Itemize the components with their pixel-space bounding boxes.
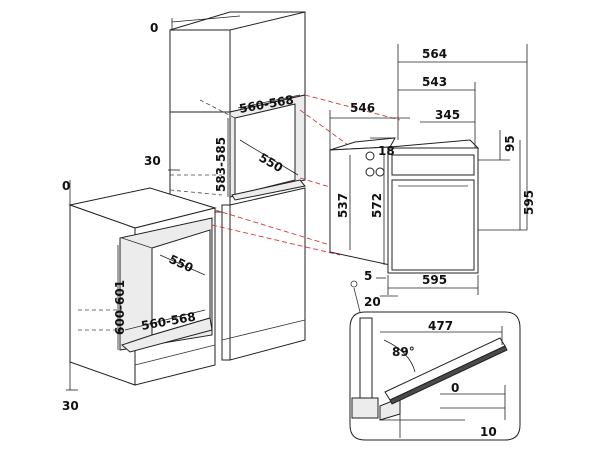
- tall-cabinet-lower-side: [229, 187, 306, 361]
- dimension-line: [124, 309, 206, 331]
- inset-cabinet-panel: [359, 317, 373, 407]
- label-oven-side-depth: 546: [350, 101, 375, 115]
- label-door-open-depth: 477: [428, 319, 453, 333]
- base-cabinet-plinth-line: [134, 344, 216, 366]
- label-oven-body-height-a: 537: [336, 193, 350, 218]
- dimension-line: [171, 15, 241, 23]
- label-door-open-angle: 89°: [392, 345, 415, 359]
- oven-dimensions: [329, 44, 528, 297]
- inset-frame: [349, 311, 521, 441]
- base-cabinet-edge: [121, 237, 153, 249]
- dimension-line: [239, 139, 299, 176]
- label-door-floor-offset: 10: [480, 425, 497, 439]
- label-tall-top: 0: [150, 21, 158, 35]
- label-door-bottom-offset: 0: [451, 381, 459, 395]
- oven-vent-circle: [365, 167, 375, 177]
- tall-cabinet-hidden-line: [169, 189, 223, 196]
- guide-line: [304, 94, 401, 121]
- tall-cabinet-niche-inner: [234, 103, 296, 196]
- label-oven-width: 595: [422, 273, 447, 287]
- inset-floor-block: [351, 397, 379, 419]
- dimension-line: [159, 254, 206, 276]
- tall-cabinet-plinth-line: [221, 319, 306, 341]
- oven-vent-circle: [365, 151, 375, 161]
- label-base-bottom: 30: [62, 399, 79, 413]
- label-tall-niche-height: 583-585: [214, 137, 228, 192]
- dimension-line: [237, 94, 301, 109]
- oven-vent-circle: [375, 167, 385, 177]
- inset-pointer: [353, 287, 361, 313]
- guide-line: [299, 109, 356, 151]
- label-base-top: 0: [62, 179, 70, 193]
- tall-cabinet-dimensions: [168, 15, 301, 197]
- label-oven-front-height: 95: [503, 135, 517, 152]
- door-detail-inset: [349, 287, 521, 441]
- base-cabinet-dimensions: [66, 180, 206, 391]
- oven: [329, 137, 480, 274]
- base-cabinet-edge: [121, 334, 153, 346]
- inset-door-edge: [389, 345, 508, 405]
- label-oven-body-height-b: 572: [370, 193, 384, 218]
- label-tall-side: 30: [144, 154, 161, 168]
- oven-door: [391, 179, 475, 271]
- label-oven-total-depth: 564: [422, 47, 447, 61]
- label-oven-body-depth: 543: [422, 75, 447, 89]
- tall-cabinet-front-face: [169, 29, 231, 113]
- label-oven-door-thickness: 20: [364, 295, 381, 309]
- label-oven-top-offset: 18: [378, 144, 395, 158]
- base-cabinet: [68, 187, 217, 386]
- label-base-niche-height: 600-601: [113, 280, 127, 335]
- label-oven-rear-depth: 345: [435, 108, 460, 122]
- oven-control-panel: [391, 154, 475, 176]
- tall-cabinet-left-panel: [169, 111, 231, 213]
- label-oven-bottom-gap: 5: [364, 269, 372, 283]
- guide-line: [214, 209, 331, 246]
- angle-arc: [383, 339, 416, 373]
- tall-cabinet: [169, 11, 306, 361]
- detail-marker-circle: [350, 280, 358, 288]
- tall-cabinet-front-edge: [221, 204, 231, 361]
- guide-line: [211, 224, 341, 256]
- label-oven-total-height: 595: [522, 190, 536, 215]
- tall-cabinet-niche-floor: [231, 179, 306, 201]
